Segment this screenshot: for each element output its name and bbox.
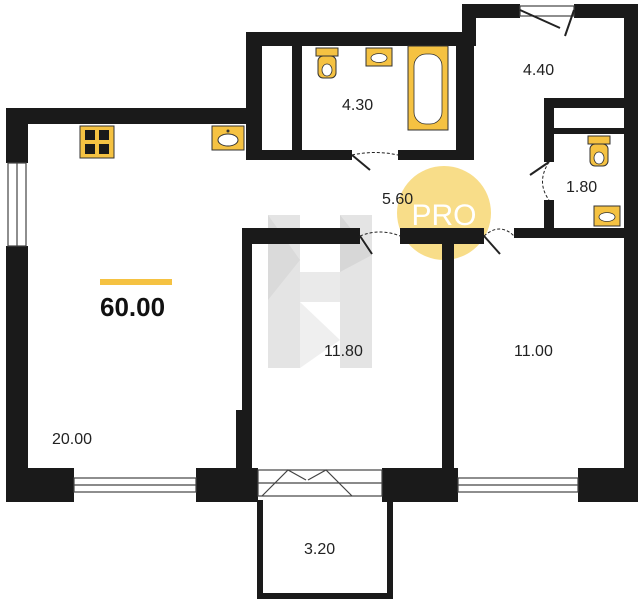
wall-bottom-1	[6, 468, 74, 502]
wall-bedroom-divider	[442, 228, 454, 502]
wall-bath-left	[246, 32, 262, 160]
wall-hall-left-stub	[462, 4, 476, 46]
wall-top-hall-left	[462, 4, 520, 18]
wall-top-living	[6, 108, 250, 124]
total-area-value: 60.00	[100, 292, 165, 322]
door-swing-icon	[351, 152, 399, 171]
wall-wc-left-lower	[544, 200, 554, 230]
wall-bath-bottom-left	[246, 150, 352, 160]
wall-bedroom-left-jog	[236, 410, 246, 470]
window-icon	[73, 477, 197, 493]
wall-top-hall-right	[574, 4, 638, 18]
wall-wc-shelf	[554, 128, 628, 134]
window-icon	[7, 162, 27, 247]
toilet-icon	[315, 47, 339, 79]
windows	[7, 5, 579, 497]
stove-icon	[79, 125, 115, 159]
wall-bedroom-left-top	[242, 228, 360, 244]
window-icon	[457, 477, 579, 493]
wall-bath-right	[456, 32, 474, 160]
wall-bottom-4	[578, 468, 638, 502]
door-swing-icon	[359, 231, 401, 255]
balcony-outline	[257, 500, 393, 599]
wall-bath-bottom-right	[398, 150, 474, 160]
room-area-bedroom-right: 11.00	[514, 343, 553, 360]
total-area-accent-bar	[100, 279, 172, 285]
wall-bottom-3	[382, 468, 458, 502]
wall-bedroom-right-top	[514, 228, 628, 238]
room-area-bedroom-left: 11.80	[324, 343, 363, 360]
doors	[351, 9, 575, 255]
door-swing-icon	[483, 228, 515, 255]
balcony-door-icon	[257, 469, 383, 497]
washbasin-icon	[365, 47, 393, 67]
room-area-balcony: 3.20	[304, 541, 335, 558]
room-area-bathroom: 4.30	[342, 97, 373, 114]
wall-left-lower	[6, 246, 28, 502]
room-area-corridor: 5.60	[382, 191, 413, 208]
toilet-icon	[587, 135, 611, 167]
wall-bottom-2	[196, 468, 258, 502]
bathtub-icon	[407, 45, 449, 131]
watermark-text: PRO	[411, 199, 476, 232]
room-area-wc: 1.80	[566, 179, 597, 196]
wall-bath-divider	[292, 46, 302, 156]
wall-bedroom-left	[242, 228, 252, 468]
wall-top-bath	[246, 32, 474, 46]
walls	[6, 4, 638, 502]
door-swing-icon	[519, 9, 575, 37]
room-area-living: 20.00	[52, 431, 92, 448]
wall-right	[624, 4, 638, 502]
washbasin-icon	[593, 205, 621, 227]
wall-wc-left-upper	[544, 98, 554, 162]
door-swing-icon	[529, 161, 550, 201]
kitchen-sink-icon	[211, 125, 245, 151]
room-area-hall: 4.40	[523, 62, 554, 79]
wall-wc-top	[544, 98, 628, 108]
